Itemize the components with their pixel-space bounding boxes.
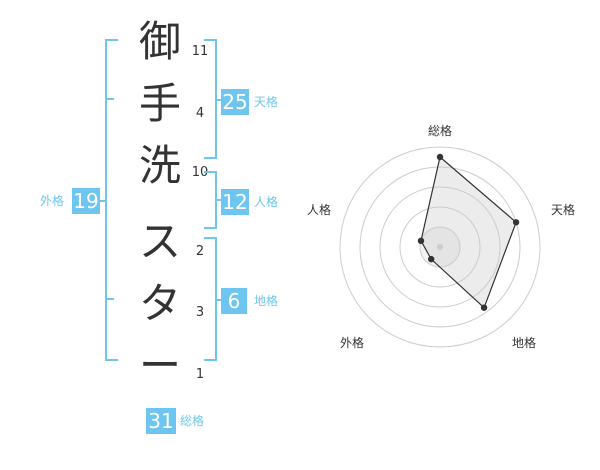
stroke-count-1: 11 [191,44,209,59]
jinkaku-label: 人格 [254,195,279,209]
name-char-6: ー [138,341,181,390]
soukaku-value: 31 [146,408,176,434]
radar-points [417,153,520,311]
radar-point [436,153,444,161]
radar-label-soukaku: 総格 [427,124,452,138]
name-char-1: 御 [138,17,181,66]
radar-center-dot [437,244,443,250]
name-char-2: 手 [138,79,181,128]
tenkaku-label: 天格 [254,95,279,109]
radar-ring [379,186,501,308]
chikaku-value: 6 [221,288,247,314]
stroke-count-4: 2 [195,244,205,259]
name-char-3: 洗 [138,141,181,190]
radar-point [417,237,425,245]
stroke-count-5: 3 [195,305,205,320]
radar-point [480,304,488,311]
tenkaku-value: 25 [221,89,249,115]
name-char-4: ス [138,217,181,266]
radar-ring [399,206,481,288]
stroke-count-3: 10 [191,165,209,180]
radar-label-tenkaku: 天格 [550,203,575,217]
chikaku-label: 地格 [254,294,279,308]
stroke-count-6: 1 [195,367,205,382]
radar-label-gaikaku: 外格 [339,336,364,350]
radar-polygon [420,155,517,309]
radar-point [427,255,435,263]
radar-label-jinkaku: 人格 [306,203,331,217]
gaikaku-label: 外格 [40,194,65,208]
stroke-count-2: 4 [195,106,205,121]
soukaku-label: 総格 [180,414,205,428]
jinkaku-value: 12 [221,189,249,215]
gaikaku-value: 19 [72,188,100,214]
name-char-5: タ [138,279,181,328]
radar-ring [359,166,521,328]
radar-label-chikaku: 地格 [511,336,536,350]
radar-ring [339,146,541,348]
radar-point [512,219,520,226]
